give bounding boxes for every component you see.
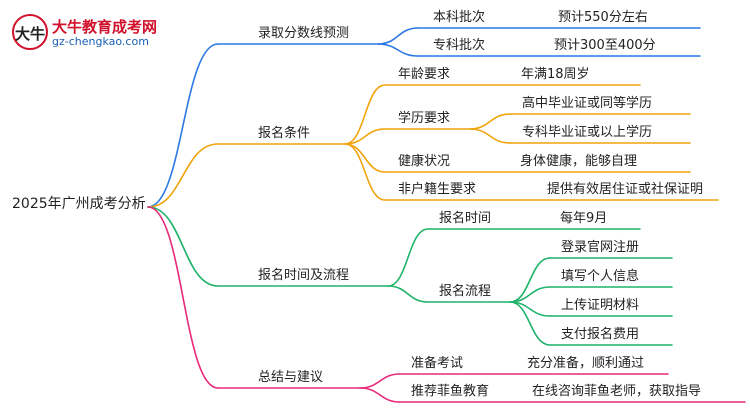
site-logo: 大牛 大牛教育成考网 gz-chengkao.com: [12, 14, 162, 50]
logo-badge-text: 大牛: [14, 25, 45, 43]
leaf-prepare-value: 充分准备，顺利通过: [527, 356, 645, 371]
connector-root-branch-1: [147, 143, 219, 208]
leaf-undergrad-score: 预计550分左右: [558, 10, 648, 25]
logo-site-name: 大牛教育成考网: [52, 18, 158, 36]
node-nonlocal-requirement: 非户籍生要求: [398, 182, 477, 197]
leaf-health-value: 身体健康，能够自理: [520, 154, 638, 169]
node-undergrad-batch: 本科批次: [433, 10, 486, 25]
node-registration-process: 报名流程: [439, 284, 492, 299]
connector-root-branch-2: [147, 206, 219, 287]
connector-b3-c1: [359, 387, 401, 403]
leaf-education-college: 专科毕业证或以上学历: [522, 125, 653, 140]
connector-b2-c1: [387, 285, 429, 303]
leaf-recommend-value: 在线咨询菲鱼老师，获取指导: [532, 384, 702, 399]
leaf-age-value: 年满18周岁: [521, 67, 590, 82]
branch-registration: 报名时间及流程: [258, 268, 350, 283]
connector-b2-c0: [387, 228, 429, 287]
connector-b1-c3: [344, 143, 386, 201]
connector-b1-c1: [344, 128, 386, 145]
leaf-step-upload: 上传证明材料: [561, 298, 640, 313]
connector-b1-c0: [344, 84, 386, 145]
logo-badge-icon: 大牛: [12, 14, 48, 50]
connector-b0-c0: [377, 27, 419, 45]
logo-url: gz-chengkao.com: [52, 35, 149, 48]
connector-b1-c1-l0: [469, 113, 511, 130]
branch-requirements: 报名条件: [258, 126, 311, 141]
branch-summary: 总结与建议: [258, 370, 324, 385]
connector-b0-c1: [377, 43, 419, 57]
leaf-nonlocal-value: 提供有效居住证或社保证明: [547, 182, 704, 197]
node-education-requirement: 学历要求: [398, 111, 451, 126]
leaf-step-register: 登录官网注册: [561, 240, 640, 255]
leaf-registration-month: 每年9月: [560, 211, 608, 226]
node-prepare-exam: 准备考试: [411, 356, 464, 371]
leaf-junior-score: 预计300至400分: [554, 38, 656, 53]
node-registration-time: 报名时间: [439, 211, 492, 226]
branch-admission-score: 录取分数线预测: [258, 26, 350, 41]
leaf-step-pay: 支付报名费用: [561, 327, 640, 342]
node-health-status: 健康状况: [398, 154, 451, 169]
leaf-step-fill-info: 填写个人信息: [561, 269, 640, 284]
node-recommend: 推荐菲鱼教育: [411, 384, 490, 399]
mindmap-root: 2025年广州成考分析: [12, 196, 146, 212]
leaf-education-highschool: 高中毕业证或同等学历: [522, 96, 653, 111]
connector-b2-c1-l3: [509, 301, 551, 346]
connector-root-branch-3: [147, 206, 219, 389]
connector-b1-c2: [344, 143, 386, 173]
node-age-requirement: 年龄要求: [398, 67, 451, 82]
connector-root-branch-0: [147, 43, 219, 208]
connector-b1-c1-l1: [469, 128, 511, 144]
connector-b3-c0: [359, 373, 401, 389]
node-junior-batch: 专科批次: [433, 38, 486, 53]
